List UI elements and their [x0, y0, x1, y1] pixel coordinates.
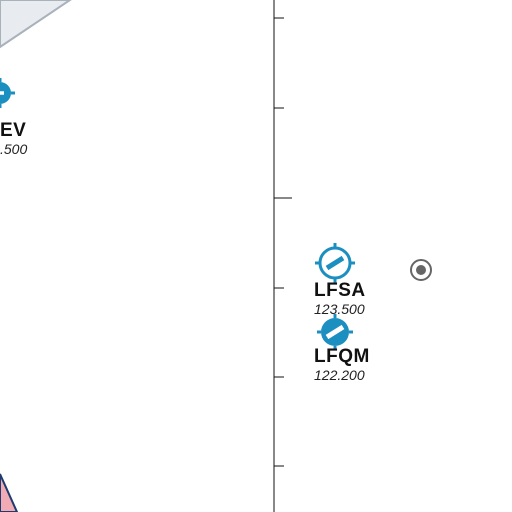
- airport-frequency: .500: [0, 141, 28, 157]
- airport-frequency: 123.500: [314, 301, 365, 317]
- airport-code: LFQM: [314, 346, 370, 367]
- airport-label-lfqm[interactable]: LFQM 122.200: [314, 346, 370, 384]
- aerodrome-outline-icon[interactable]: [315, 243, 355, 283]
- airport-code: EV: [0, 120, 27, 141]
- airport-code: LFSA: [314, 280, 366, 301]
- airport-label-lfsa[interactable]: LFSA 123.500: [314, 280, 366, 318]
- airport-frequency: 122.200: [314, 367, 365, 383]
- airport-label-lfev[interactable]: EV .500: [0, 120, 28, 158]
- terrain-area: [0, 0, 72, 49]
- graticule: [273, 0, 292, 512]
- aerodrome-filled-icon[interactable]: [317, 314, 353, 350]
- restricted-area: [0, 473, 19, 512]
- airport-symbol-icon[interactable]: [0, 78, 15, 108]
- vor-icon[interactable]: [410, 259, 432, 281]
